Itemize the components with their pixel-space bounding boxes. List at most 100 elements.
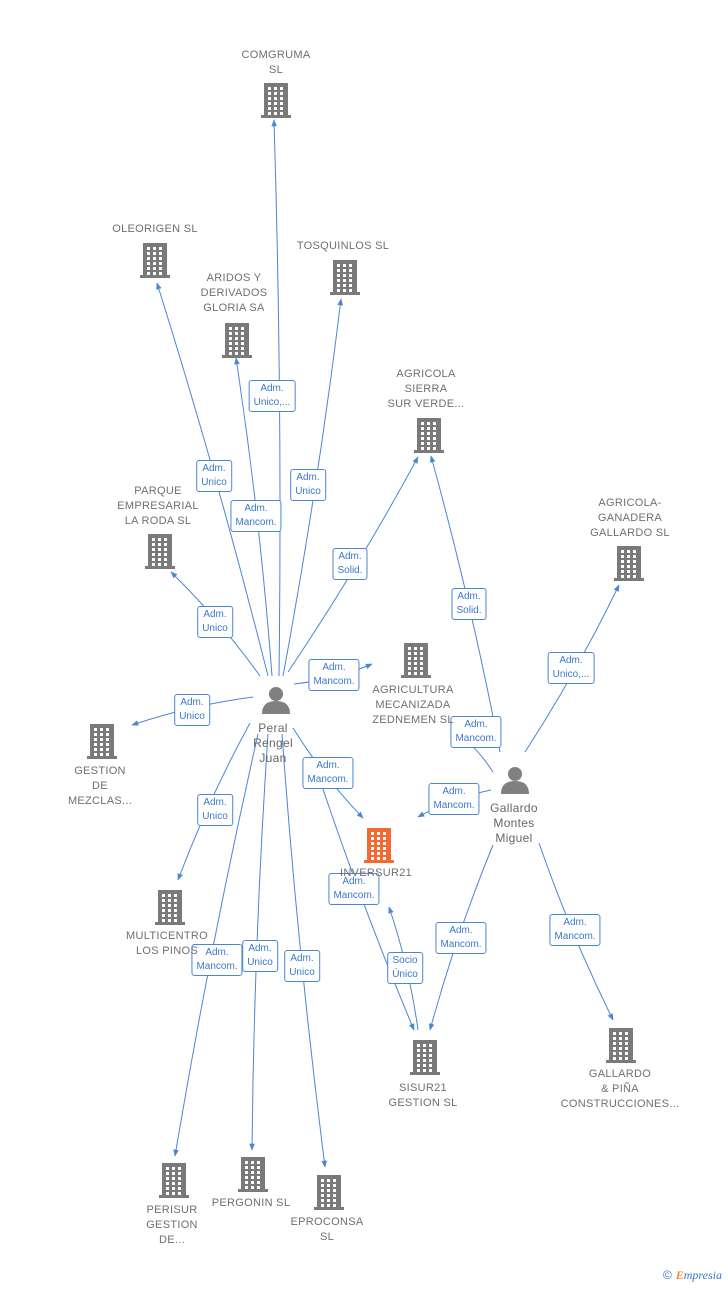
relation-label-r6[interactable]: Adm.Unico — [197, 606, 233, 638]
building-icon-gestion_mezclas[interactable] — [87, 724, 117, 759]
building-icon-aridos[interactable] — [222, 323, 252, 358]
node-label-line: Juan — [259, 751, 287, 765]
node-label-line: OLEORIGEN SL — [112, 223, 198, 235]
node-label-line: GANADERA — [597, 512, 663, 524]
relation-label-line: Unico — [179, 711, 205, 722]
node-label-line: EMPRESARIAL — [117, 500, 199, 512]
building-icon-eproconsa[interactable] — [314, 1175, 344, 1210]
relation-label-line: Adm. — [203, 609, 227, 620]
brand-name: mpresia — [683, 1268, 722, 1282]
node-label-line: Gallardo — [490, 801, 538, 815]
relation-label-r1[interactable]: Adm.Unico,... — [248, 380, 296, 412]
relation-label-line: Unico — [289, 967, 315, 978]
relation-label-r9[interactable]: Adm. Mancom. — [302, 757, 354, 789]
relation-label-line: Unico — [247, 957, 273, 968]
relation-label-r18[interactable]: Adm.Mancom. — [428, 783, 480, 815]
relation-label-r2[interactable]: Adm. Unico — [196, 460, 232, 492]
relation-label-line: Solid. — [337, 565, 363, 576]
relation-label-line: Adm. — [559, 655, 583, 666]
relation-label-line: Adm. — [342, 876, 366, 887]
node-label-line: LA RODA SL — [124, 515, 192, 527]
relation-label-line: Adm. — [296, 472, 320, 483]
building-icon-tosquinlos[interactable] — [330, 260, 360, 295]
node-label-line: ARIDOS Y — [206, 272, 262, 284]
relation-label-r16[interactable]: Adm. Unico,... — [547, 652, 595, 684]
relation-label-r15[interactable]: Adm.Solid. — [451, 588, 487, 620]
building-icon-agricola_sierra[interactable] — [414, 418, 444, 453]
relation-label-line: Adm. — [563, 917, 587, 928]
relation-label-r10[interactable]: Adm.Unico — [197, 794, 233, 826]
relation-label-line: Mancom. — [235, 517, 277, 528]
person-icon-gallardo[interactable] — [501, 767, 529, 794]
relation-label-line: Mancom. — [196, 961, 238, 972]
building-icon-agricola_ganadera[interactable] — [614, 546, 644, 581]
node-label-line: Montes — [493, 816, 535, 830]
node-label-line: EPROCONSA — [290, 1216, 364, 1228]
node-label-line: SIERRA — [404, 383, 448, 395]
relation-label-line: Adm. — [290, 953, 314, 964]
node-label-line: MULTICENTRO — [126, 930, 208, 942]
building-icon-comgruma[interactable] — [261, 83, 291, 118]
node-label-line: INVERSUR21 — [339, 867, 413, 879]
footer-brand: ©Empresia — [663, 1268, 722, 1283]
relation-label-r3[interactable]: Adm.Unico — [290, 469, 326, 501]
relation-label-r11[interactable]: Adm. Mancom. — [328, 873, 380, 905]
node-label-line: SISUR21 — [399, 1082, 447, 1094]
relation-label-r12[interactable]: Adm.Mancom. — [191, 944, 243, 976]
relation-label-r19[interactable]: Adm.Mancom. — [435, 922, 487, 954]
relation-label-r8[interactable]: Adm.Unico — [174, 694, 210, 726]
relation-label-line: Solid. — [456, 605, 482, 616]
node-label-line: GALLARDO SL — [590, 527, 670, 539]
relation-label-line: Mancom. — [313, 676, 355, 687]
relation-label-line: Único — [392, 969, 418, 980]
node-label-line: MECANIZADA — [375, 699, 451, 711]
relation-label-line: Unico — [201, 477, 227, 488]
person-icon-peral[interactable] — [262, 687, 290, 714]
relation-label-line: Adm. — [442, 786, 466, 797]
relation-label-line: Mancom. — [455, 733, 497, 744]
relation-label-r13[interactable]: Adm.Unico — [242, 940, 278, 972]
relation-label-line: Adm. — [244, 503, 268, 514]
building-icon-parque[interactable] — [145, 534, 175, 569]
relation-label-r20[interactable]: Adm.Mancom. — [549, 914, 601, 946]
node-label-line: PERGONIN SL — [211, 1197, 291, 1209]
building-icon-perisur[interactable] — [159, 1163, 189, 1198]
node-label-line: DE — [92, 780, 108, 792]
node-label-tosquinlos: TOSQUINLOS SL — [297, 239, 389, 254]
node-label-line: DE... — [159, 1234, 185, 1246]
relation-label-r5[interactable]: Adm.Solid. — [332, 548, 368, 580]
relation-label-line: Adm. — [449, 925, 473, 936]
building-icon-inversur21[interactable] — [364, 828, 394, 863]
relation-label-line: Mancom. — [307, 774, 349, 785]
building-icon-pergonin[interactable] — [238, 1157, 268, 1192]
node-label-line: Peral — [258, 721, 288, 735]
node-label-line: MEZCLAS... — [67, 795, 133, 807]
relation-label-r17[interactable]: Adm.Mancom. — [450, 716, 502, 748]
brand-initial: E — [675, 1268, 684, 1282]
relation-label-r14[interactable]: Adm. Unico — [284, 950, 320, 982]
building-icon-gallardo_pina[interactable] — [606, 1028, 636, 1063]
relation-label-line: Adm. — [316, 760, 340, 771]
node-label-pergonin: PERGONIN SL — [212, 1196, 291, 1211]
relation-label-line: Adm. — [203, 797, 227, 808]
node-label-line: GESTION SL — [388, 1097, 458, 1109]
relation-label-line: Unico,... — [552, 669, 590, 680]
building-icon-multicentro[interactable] — [155, 890, 185, 925]
building-icon-agricultura[interactable] — [401, 643, 431, 678]
relation-label-line: Adm. — [322, 662, 346, 673]
relation-label-r4[interactable]: Adm. Mancom. — [230, 500, 282, 532]
building-icon-oleorigen[interactable] — [140, 243, 170, 278]
relation-label-r7[interactable]: Adm. Mancom. — [308, 659, 360, 691]
node-label-line: AGRICOLA — [396, 368, 456, 380]
relation-label-line: Adm. — [202, 463, 226, 474]
building-icon-sisur21[interactable] — [410, 1040, 440, 1075]
relation-label-line: Mancom. — [333, 890, 375, 901]
